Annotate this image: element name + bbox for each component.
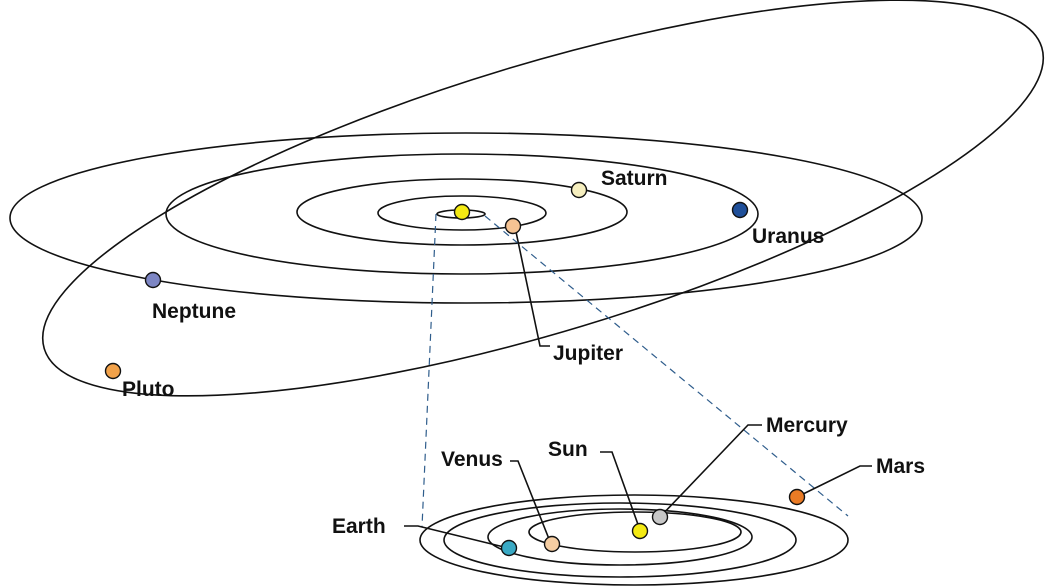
saturn-label: Saturn — [601, 167, 668, 190]
orbit-mercury — [528, 511, 742, 553]
zoom-lines — [421, 213, 849, 528]
orbit-saturn — [296, 178, 628, 246]
venus-label: Venus — [441, 448, 503, 471]
labels: Saturn Uranus Neptune Jupiter Pluto Merc… — [122, 167, 925, 538]
orbit-earth — [443, 502, 797, 578]
neptune-dot — [144, 271, 162, 289]
leader-jupiter — [514, 226, 550, 347]
inner-planets — [500, 488, 806, 557]
orbit-neptune — [9, 132, 923, 304]
neptune-label: Neptune — [152, 300, 236, 323]
leader-mercury — [659, 424, 762, 518]
mars-dot — [788, 488, 806, 506]
venus-dot — [543, 535, 561, 553]
leader-sun — [600, 451, 641, 531]
sun-inner-dot — [631, 522, 649, 540]
orbit-uranus — [165, 153, 759, 275]
pluto-dot — [104, 362, 122, 380]
orbit-jupiter-outer-view — [377, 195, 547, 231]
sun-label: Sun — [548, 438, 588, 461]
inner-orbits — [419, 494, 849, 586]
orbit-pluto — [41, 0, 1045, 397]
leader-earth — [404, 525, 509, 549]
outer-orbits — [9, 0, 1045, 397]
saturn-dot — [570, 181, 588, 199]
earth-label: Earth — [332, 515, 386, 538]
sun-outer-dot — [453, 203, 471, 221]
zoom-line-left — [421, 213, 437, 528]
uranus-dot — [731, 201, 749, 219]
leader-lines — [404, 226, 872, 549]
jupiter-label: Jupiter — [553, 342, 623, 365]
mercury-dot — [651, 508, 669, 526]
mercury-label: Mercury — [766, 414, 848, 437]
pluto-label: Pluto — [122, 378, 175, 401]
zoom-line-right — [484, 215, 849, 517]
earth-dot — [500, 539, 518, 557]
orbit-mars — [419, 494, 849, 586]
uranus-label: Uranus — [752, 225, 824, 248]
jupiter-dot — [504, 217, 522, 235]
mars-label: Mars — [876, 455, 925, 478]
outer-planets — [104, 181, 749, 380]
orbit-venus — [487, 508, 753, 566]
leader-mars — [796, 465, 872, 498]
leader-venus — [510, 460, 552, 545]
